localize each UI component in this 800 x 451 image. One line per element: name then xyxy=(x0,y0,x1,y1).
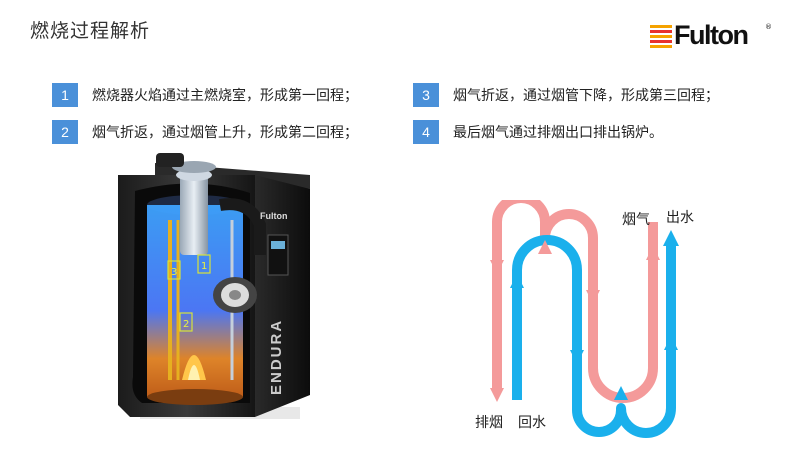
step-number: 1 xyxy=(52,83,78,107)
label-water-return: 回水 xyxy=(518,415,546,431)
step-text: 烟气折返，通过烟管上升，形成第二回程； xyxy=(92,125,358,141)
flue-gas-path xyxy=(492,200,658,403)
step-number: 4 xyxy=(413,120,439,144)
step-text: 烟气折返，通过烟管下降，形成第三回程； xyxy=(453,88,719,104)
water-arrow-up-icon xyxy=(510,274,524,288)
boiler-marker-2: 2 xyxy=(183,319,189,330)
flue-arrow-down-icon xyxy=(490,388,504,402)
boiler-marker-3: 3 xyxy=(171,267,177,278)
step-3: 3 烟气折返，通过烟管下降，形成第三回程； xyxy=(413,83,719,107)
water-path xyxy=(512,235,676,438)
step-4: 4 最后烟气通过排烟出口排出锅炉。 xyxy=(413,120,663,144)
water-arrow-down-icon xyxy=(570,350,584,364)
boiler-marker-2-box xyxy=(179,312,193,332)
flue-arrow-down-icon xyxy=(586,290,600,304)
logo-stripes-icon xyxy=(650,25,672,49)
step-2: 2 烟气折返，通过烟管上升，形成第二回程； xyxy=(52,120,358,144)
boiler-marker-1: 1 xyxy=(201,261,207,272)
logo-registered-mark: ® xyxy=(765,23,772,31)
label-flue-gas: 烟气 xyxy=(622,212,650,228)
step-text: 燃烧器火焰通过主燃烧室，形成第一回程； xyxy=(92,88,358,104)
step-1: 1 燃烧器火焰通过主燃烧室，形成第一回程； xyxy=(52,83,358,107)
boiler-side-brand: Fulton xyxy=(260,211,288,221)
flow-diagram: 烟气 出水 排烟 回水 xyxy=(475,200,694,438)
label-water-out: 出水 xyxy=(666,210,694,226)
slide-title: 燃烧过程解析 xyxy=(30,20,151,42)
step-number: 3 xyxy=(413,83,439,107)
water-arrow-up-icon xyxy=(614,386,628,400)
boiler-cutaway-image: 1 2 3 Fulton ENDURA xyxy=(118,153,310,419)
boiler-marker-1-box xyxy=(197,254,211,274)
flue-arrow-down-icon xyxy=(490,260,504,274)
flue-arrow-up-icon xyxy=(646,246,660,260)
water-arrow-up-icon xyxy=(664,336,678,350)
water-arrow-up-icon xyxy=(663,230,679,246)
step-text: 最后烟气通过排烟出口排出锅炉。 xyxy=(453,125,663,141)
fulton-logo: Fulton ® xyxy=(650,20,772,51)
boiler-marker-3-box xyxy=(167,260,181,280)
label-exhaust: 排烟 xyxy=(475,415,503,431)
boiler-side-model: ENDURA xyxy=(268,319,285,395)
logo-text: Fulton xyxy=(674,20,749,50)
flue-arrow-up-icon xyxy=(538,240,552,254)
step-number: 2 xyxy=(52,120,78,144)
